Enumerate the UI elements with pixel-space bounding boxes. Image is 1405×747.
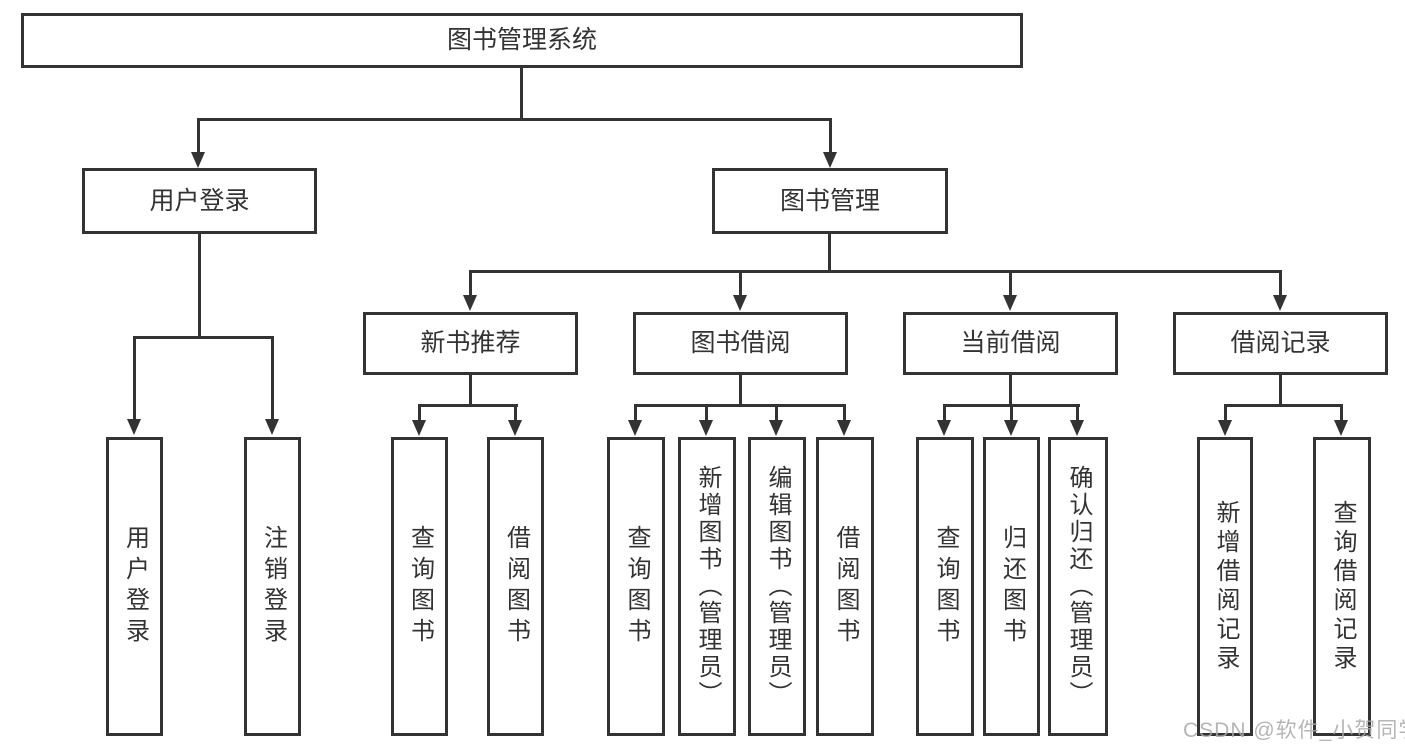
arrow-down-icon [769, 420, 783, 436]
connector-stem [520, 68, 523, 121]
connector-drop [829, 118, 832, 154]
leaf-query-books-recommend-label: 查询图书 [406, 524, 434, 649]
arrow-down-icon [412, 420, 426, 436]
connector-drop [418, 404, 421, 422]
arrow-down-icon [937, 420, 951, 436]
leaf-edit-book-admin-label: 编辑图书（管理员） [764, 465, 791, 708]
node-user-login-label: 用户登录 [149, 186, 250, 215]
connector-drop [1010, 404, 1013, 422]
connector-drop [1009, 270, 1012, 298]
connector-drop [739, 270, 742, 298]
node-book-management-label: 图书管理 [779, 186, 880, 215]
node-new-book-recommend-label: 新书推荐 [420, 329, 521, 357]
connector-rail [1224, 404, 1343, 407]
node-book-management: 图书管理 [712, 168, 948, 234]
connector-drop [197, 118, 200, 154]
arrow-down-icon [1334, 420, 1348, 436]
node-root-label: 图书管理系统 [446, 26, 597, 54]
connector-drop [469, 270, 472, 298]
leaf-add-borrow-record: 新增借阅记录 [1197, 437, 1253, 736]
arrow-down-icon [1218, 420, 1232, 436]
arrow-down-icon [837, 420, 851, 436]
node-root: 图书管理系统 [21, 13, 1023, 68]
leaf-query-books-current: 查询图书 [916, 437, 974, 736]
connector-drop [705, 404, 708, 422]
leaf-query-borrow-record: 查询借阅记录 [1313, 437, 1371, 736]
connector-rail [634, 404, 846, 407]
leaf-query-books-borrowing: 查询图书 [607, 437, 665, 736]
arrow-down-icon [127, 419, 141, 435]
arrow-down-icon [1004, 420, 1018, 436]
leaf-logout-label: 注销登录 [259, 524, 287, 649]
connector-drop [1224, 404, 1227, 422]
connector-rail [133, 336, 274, 339]
arrow-down-icon [508, 420, 522, 436]
leaf-logout: 注销登录 [244, 437, 301, 736]
connector-drop [1076, 404, 1079, 422]
leaf-query-books-borrowing-label: 查询图书 [623, 524, 650, 649]
connector-rail [469, 270, 1282, 273]
connector-drop [271, 336, 274, 421]
leaf-add-book-admin: 新增图书（管理员） [678, 437, 736, 736]
connector-rail [197, 118, 832, 121]
arrow-down-icon [463, 295, 477, 311]
arrow-down-icon [733, 295, 747, 311]
leaf-confirm-return-admin: 确认归还（管理员） [1048, 437, 1108, 736]
arrow-down-icon [1070, 420, 1084, 436]
connector-stem [1279, 375, 1282, 406]
arrow-down-icon [823, 152, 837, 168]
arrow-down-icon [1003, 295, 1017, 311]
leaf-query-borrow-record-label: 查询借阅记录 [1329, 499, 1356, 674]
node-new-book-recommend: 新书推荐 [363, 312, 578, 375]
node-book-borrowing-label: 图书借阅 [690, 329, 791, 357]
connector-drop [775, 404, 778, 422]
csdn-watermark: CSDN @软件_小贺同学 [1183, 719, 1405, 742]
arrow-down-icon [265, 419, 279, 435]
leaf-add-borrow-record-label: 新增借阅记录 [1212, 499, 1239, 674]
connector-drop [943, 404, 946, 422]
arrow-down-icon [1273, 295, 1287, 311]
connector-drop [1340, 404, 1343, 422]
node-book-borrowing: 图书借阅 [633, 312, 848, 375]
leaf-borrow-books: 借阅图书 [816, 437, 874, 736]
connector-drop [1279, 270, 1282, 298]
leaf-user-login: 用户登录 [106, 437, 163, 736]
leaf-borrow-books-recommend: 借阅图书 [487, 437, 544, 736]
connector-stem [828, 234, 831, 273]
connector-stem [1009, 375, 1012, 406]
connector-drop [843, 404, 846, 422]
leaf-confirm-return-admin-label: 确认归还（管理员） [1065, 465, 1092, 708]
connector-rail [418, 404, 518, 407]
leaf-user-login-label: 用户登录 [121, 524, 149, 649]
arrow-down-icon [699, 420, 713, 436]
leaf-edit-book-admin: 编辑图书（管理员） [748, 437, 806, 736]
leaf-borrow-books-recommend-label: 借阅图书 [502, 524, 530, 649]
node-current-borrowing: 当前借阅 [903, 312, 1118, 375]
leaf-return-books: 归还图书 [983, 437, 1040, 736]
node-current-borrowing-label: 当前借阅 [960, 329, 1061, 357]
leaf-query-books-recommend: 查询图书 [391, 437, 448, 736]
connector-drop [634, 404, 637, 422]
leaf-borrow-books-label: 借阅图书 [832, 524, 859, 649]
connector-drop [133, 336, 136, 421]
leaf-return-books-label: 归还图书 [998, 524, 1026, 649]
connector-stem [739, 375, 742, 406]
arrow-down-icon [628, 420, 642, 436]
node-user-login: 用户登录 [82, 168, 317, 234]
connector-drop [514, 404, 517, 422]
connector-stem [198, 234, 201, 339]
node-borrow-records: 借阅记录 [1173, 312, 1388, 375]
node-borrow-records-label: 借阅记录 [1230, 329, 1331, 357]
connector-stem [469, 375, 472, 406]
leaf-query-books-current-label: 查询图书 [932, 524, 959, 649]
leaf-add-book-admin-label: 新增图书（管理员） [694, 465, 721, 708]
arrow-down-icon [191, 152, 205, 168]
